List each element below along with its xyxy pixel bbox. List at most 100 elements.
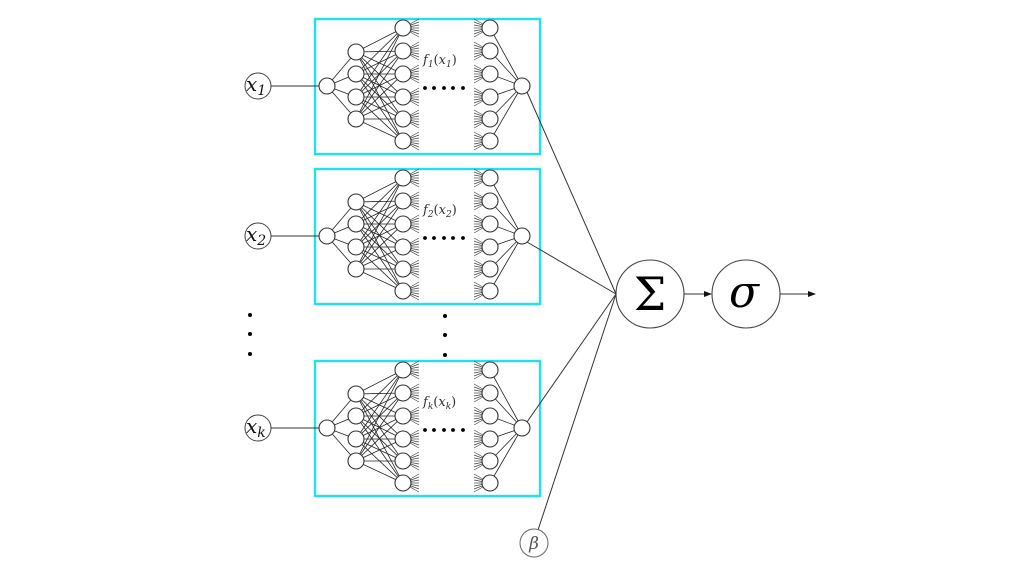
edge <box>355 27 404 120</box>
edge <box>355 27 404 98</box>
edge <box>355 96 404 120</box>
layer-ellipsis-dot <box>423 236 427 240</box>
input-node: x1 <box>244 72 319 100</box>
neuron-hidden-1 <box>347 193 365 211</box>
neuron-output <box>513 227 531 245</box>
edge <box>355 118 404 142</box>
neuron-hidden-last <box>481 88 499 106</box>
layer-ellipsis-dot <box>461 428 465 432</box>
neuron-hidden-1 <box>347 215 365 233</box>
edge <box>355 177 404 203</box>
neuron-hidden-2 <box>394 384 412 402</box>
neuron-hidden-2 <box>394 430 412 448</box>
activation-symbol: σ <box>729 267 761 318</box>
edge <box>355 369 404 462</box>
neuron-output <box>513 77 531 95</box>
edge <box>355 73 404 120</box>
neuron-input <box>318 227 336 245</box>
neuron-hidden-2 <box>394 88 412 106</box>
vertical-ellipsis-inputs <box>248 313 252 356</box>
aggregation: β Σ σ <box>519 91 816 558</box>
neuron-hidden-2 <box>394 452 412 470</box>
neuron-hidden-2 <box>394 192 412 210</box>
nodes <box>318 361 531 492</box>
subnetwork-box <box>313 359 542 498</box>
output-to-sum-connection <box>526 293 617 423</box>
layer-ellipsis-dot <box>461 86 465 90</box>
neuron-hidden-1 <box>347 43 365 61</box>
edge <box>355 268 404 292</box>
layer-ellipsis-dot <box>432 428 436 432</box>
neuron-hidden-last <box>481 132 499 150</box>
neuron-hidden-2 <box>394 132 412 150</box>
subnetwork-box <box>313 17 542 156</box>
layer-ellipsis-dot <box>432 86 436 90</box>
edge <box>355 73 404 142</box>
neuron-hidden-last <box>481 238 499 256</box>
neuron-hidden-last <box>481 452 499 470</box>
neuron-hidden-2 <box>394 19 412 37</box>
edge <box>355 177 404 270</box>
neuron-hidden-2 <box>394 215 412 233</box>
neuron-hidden-1 <box>347 65 365 83</box>
neuron-input <box>318 77 336 95</box>
neuron-hidden-last <box>481 430 499 448</box>
neuron-hidden-last <box>481 407 499 425</box>
layer-ellipsis-dot <box>442 86 446 90</box>
neuron-hidden-last <box>481 260 499 278</box>
neuron-hidden-2 <box>394 260 412 278</box>
edge <box>355 369 404 417</box>
layer-ellipsis-dot <box>442 428 446 432</box>
edge <box>355 392 404 462</box>
neuron-hidden-last <box>481 474 499 492</box>
edge <box>355 460 404 484</box>
function-label: fk(xk) <box>422 395 456 412</box>
layer-ellipsis-dot <box>423 86 427 90</box>
layer-ellipsis-dot <box>432 236 436 240</box>
neuron-input <box>318 419 336 437</box>
neuron-hidden-2 <box>394 42 412 60</box>
neuron-output <box>513 419 531 437</box>
neuron-hidden-last <box>481 192 499 210</box>
neuron-hidden-2 <box>394 169 412 187</box>
subnetwork-box <box>313 167 542 306</box>
nodes <box>318 19 531 150</box>
edge <box>355 415 404 462</box>
edges <box>326 360 523 493</box>
edge <box>355 27 404 53</box>
edge <box>355 50 404 120</box>
output-to-sum-connection <box>526 241 617 295</box>
output-to-sum-connection <box>526 91 617 295</box>
neuron-hidden-last <box>481 215 499 233</box>
layer-ellipsis-dot <box>451 86 455 90</box>
edge <box>355 177 404 225</box>
neuron-hidden-1 <box>347 452 365 470</box>
neuron-hidden-last <box>481 384 499 402</box>
neuron-hidden-1 <box>347 110 365 128</box>
subnetwork-net-k: fk(xk)xk <box>244 359 542 498</box>
neuron-hidden-2 <box>394 110 412 128</box>
neuron-hidden-1 <box>347 385 365 403</box>
neuron-hidden-2 <box>394 474 412 492</box>
neuron-hidden-2 <box>394 407 412 425</box>
neuron-hidden-1 <box>347 238 365 256</box>
input-node: x2 <box>244 222 319 250</box>
neuron-hidden-1 <box>347 430 365 448</box>
edge <box>355 438 404 462</box>
layer-ellipsis-dot <box>451 236 455 240</box>
neuron-hidden-2 <box>394 282 412 300</box>
neuron-hidden-last <box>481 19 499 37</box>
edges <box>326 18 523 151</box>
input-label: x1 <box>246 72 266 99</box>
edge <box>355 177 404 248</box>
edge <box>355 27 404 75</box>
neuron-hidden-last <box>481 169 499 187</box>
edge <box>489 85 523 142</box>
edge <box>355 223 404 270</box>
neuron-hidden-last <box>481 361 499 379</box>
neuron-hidden-2 <box>394 361 412 379</box>
neuron-hidden-last <box>481 65 499 83</box>
edge <box>355 369 404 395</box>
edge <box>355 369 404 440</box>
edge <box>355 223 404 292</box>
